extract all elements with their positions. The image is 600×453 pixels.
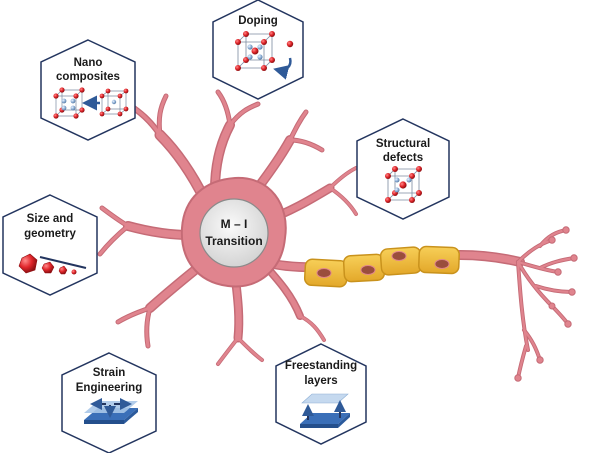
soma-label-line1: M – I (221, 217, 248, 231)
myelin-sheath (303, 245, 460, 288)
hex-freestanding-title-2: layers (304, 375, 337, 387)
hex-nanocomposites-title-1: Nano (74, 57, 103, 69)
hex-nanocomposites-title-2: composites (56, 71, 120, 83)
hex-structural-title-1: Structural (376, 138, 430, 150)
hex-structural-title-2: defects (383, 152, 423, 164)
hex-doping-title: Doping (238, 15, 278, 27)
doping-atoms (235, 31, 294, 71)
hex-freestanding-title-1: Freestanding (285, 360, 357, 372)
myelin-segment (379, 246, 423, 276)
hex-size-title-1: Size and (27, 213, 74, 225)
defect-lattice-icon (385, 166, 422, 203)
size-arrow-icon (39, 256, 87, 269)
hex-strain: Strain Engineering (61, 352, 157, 453)
myelin-segment (303, 258, 349, 288)
soma (180, 176, 287, 288)
hex-strain-title-1: Strain (93, 367, 126, 379)
myelin-segment (418, 245, 460, 275)
doping-arrow-icon (273, 57, 292, 80)
composite-lattice-right-icon (99, 88, 129, 117)
hex-nanocomposites: Nano composites (40, 39, 136, 141)
soma-label-line2: Transition (205, 234, 262, 248)
hex-size-title-2: geometry (24, 228, 76, 240)
soma-nucleus (199, 198, 269, 268)
hex-size: Size and geometry (2, 194, 98, 296)
neuron (97, 89, 578, 382)
hex-doping: Doping (212, 0, 304, 100)
size-crystals-icon (18, 253, 77, 275)
myelin-segment (342, 253, 386, 283)
composite-lattice-left-icon (53, 87, 85, 119)
hex-freestanding: Freestanding layers (275, 343, 367, 445)
hex-strain-title-2: Engineering (76, 382, 142, 394)
hex-structural: Structural defects (356, 118, 450, 220)
